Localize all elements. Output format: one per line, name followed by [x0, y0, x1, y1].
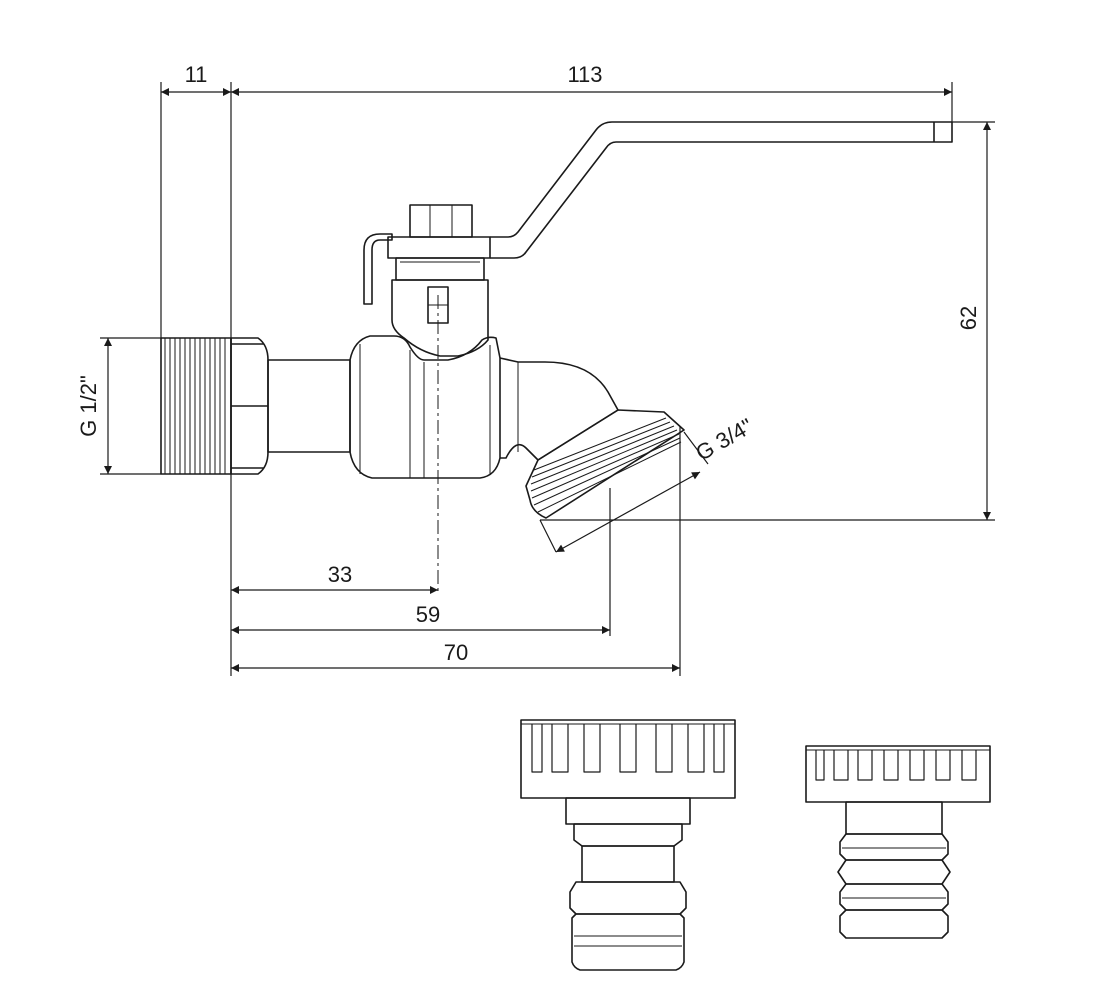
valve-body	[349, 335, 501, 479]
dim-label-inlet-thread: G 1/2"	[76, 375, 101, 437]
valve-neck	[267, 359, 351, 453]
dim-label-113: 113	[567, 62, 602, 87]
stem-nut	[387, 204, 491, 281]
dim-label-70: 70	[444, 640, 468, 665]
dimension-lines	[100, 82, 995, 676]
dim-label-outlet-thread: G 3/4"	[691, 413, 757, 465]
valve-drawing	[160, 121, 953, 594]
inlet-thread	[160, 337, 232, 475]
outlet-thread	[525, 409, 685, 519]
hex-nut	[230, 337, 269, 475]
outlet-elbow	[499, 357, 619, 461]
lever-handle	[363, 121, 953, 305]
stem-housing	[391, 279, 489, 357]
hose-connector-large	[520, 719, 736, 971]
dim-label-33: 33	[328, 562, 352, 587]
dim-label-62: 62	[956, 306, 981, 330]
dim-label-11: 11	[185, 62, 208, 87]
dim-label-59: 59	[416, 602, 440, 627]
hose-connector-small	[805, 745, 991, 939]
